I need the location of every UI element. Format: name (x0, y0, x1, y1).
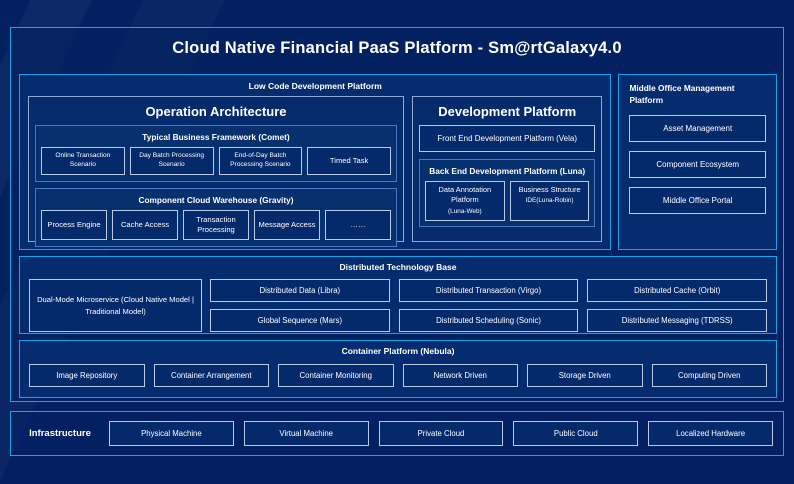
chip-image-repository[interactable]: Image Repository (29, 364, 145, 387)
typical-business-framework-group: Typical Business Framework (Comet) Onlin… (35, 125, 397, 182)
chip-distributed-cache[interactable]: Distributed Cache (Orbit) (587, 279, 768, 302)
chip-timed-task[interactable]: Timed Task (307, 147, 391, 175)
operation-architecture-panel: Operation Architecture Typical Business … (28, 96, 404, 248)
dtb-column-3: Distributed Cache (Orbit) Distributed Me… (587, 279, 768, 332)
chip-business-structure-ide[interactable]: Business Structure IDE(Luna-Robin) (509, 181, 590, 221)
middle-office-title: Middle Office Management Platform (629, 83, 735, 106)
chip-online-transaction-scenario[interactable]: Online Transaction Scenario (41, 147, 125, 175)
distributed-technology-base-title: Distributed Technology Base (339, 262, 457, 272)
distributed-technology-base-panel: Distributed Technology Base Dual-Mode Mi… (19, 256, 777, 334)
infrastructure-label: Infrastructure (29, 428, 91, 439)
operation-architecture-title: Operation Architecture (145, 104, 287, 119)
chip-distributed-scheduling[interactable]: Distributed Scheduling (Sonic) (398, 309, 579, 332)
chip-global-sequence[interactable]: Global Sequence (Mars) (210, 309, 390, 332)
chip-transaction-processing[interactable]: Transaction Processing (183, 209, 249, 241)
chip-front-end-development-platform[interactable]: Front End Development Platform (Vela) (419, 125, 596, 152)
chip-data-annotation-platform[interactable]: Data Annotation Platform (Luna-Web) (425, 181, 505, 221)
chip-distributed-messaging[interactable]: Distributed Messaging (TDRSS) (587, 309, 768, 332)
infrastructure-panel: Infrastructure Physical Machine Virtual … (10, 411, 784, 456)
back-end-development-platform-group: Back End Development Platform (Luna) Dat… (419, 159, 596, 227)
chip-localized-hardware[interactable]: Localized Hardware (648, 421, 773, 446)
dtb-column-2: Distributed Transaction (Virgo) Distribu… (398, 279, 579, 332)
page-title: Cloud Native Financial PaaS Platform - S… (172, 39, 622, 57)
container-platform-panel: Container Platform (Nebula) Image Reposi… (19, 340, 777, 398)
chip-more-placeholder[interactable]: …… (325, 209, 391, 241)
component-cloud-warehouse-group: Component Cloud Warehouse (Gravity) Proc… (35, 187, 397, 248)
chip-computing-driven[interactable]: Computing Driven (651, 364, 767, 387)
chip-container-arrangement[interactable]: Container Arrangement (153, 364, 269, 387)
low-code-platform-title: Low Code Development Platform (248, 81, 382, 91)
chip-business-structure-sub: IDE(Luna-Robin) (525, 197, 574, 205)
chip-asset-management[interactable]: Asset Management (629, 115, 766, 143)
chip-storage-driven[interactable]: Storage Driven (527, 364, 643, 387)
chip-message-access[interactable]: Message Access (254, 209, 320, 241)
top-region: Low Code Development Platform Operation … (19, 74, 777, 250)
chip-network-driven[interactable]: Network Driven (402, 364, 518, 387)
chip-middle-office-portal[interactable]: Middle Office Portal (629, 187, 766, 215)
back-end-development-platform-title: Back End Development Platform (Luna) (429, 166, 586, 176)
chip-data-annotation-platform-name: Data Annotation Platform (438, 185, 492, 205)
development-platform-title: Development Platform (438, 104, 577, 119)
container-platform-title: Container Platform (Nebula) (341, 346, 455, 356)
chip-physical-machine[interactable]: Physical Machine (109, 421, 234, 446)
chip-process-engine[interactable]: Process Engine (41, 209, 107, 241)
chip-data-annotation-platform-sub: (Luna-Web) (448, 207, 482, 215)
chip-business-structure-name: Business Structure (518, 185, 581, 194)
chip-distributed-data[interactable]: Distributed Data (Libra) (210, 279, 390, 302)
chip-distributed-transaction[interactable]: Distributed Transaction (Virgo) (398, 279, 579, 302)
dtb-column-1: Distributed Data (Libra) Global Sequence… (210, 279, 390, 332)
middle-office-management-platform-panel: Middle Office Management Platform Asset … (618, 74, 777, 250)
chip-end-of-day-batch-processing-scenario[interactable]: End-of-Day Batch Processing Scenario (218, 147, 303, 175)
typical-business-framework-title: Typical Business Framework (Comet) (142, 132, 290, 142)
chip-public-cloud[interactable]: Public Cloud (513, 421, 639, 446)
chip-cache-access[interactable]: Cache Access (112, 209, 178, 241)
chip-private-cloud[interactable]: Private Cloud (378, 421, 504, 446)
low-code-development-platform-panel: Low Code Development Platform Operation … (19, 74, 612, 250)
chip-container-monitoring[interactable]: Container Monitoring (278, 364, 394, 387)
component-cloud-warehouse-title: Component Cloud Warehouse (Gravity) (138, 194, 294, 205)
chip-day-batch-processing-scenario[interactable]: Day Batch Processing Scenario (129, 147, 214, 175)
chip-component-ecosystem[interactable]: Component Ecosystem (629, 151, 766, 179)
chip-virtual-machine[interactable]: Virtual Machine (243, 421, 369, 446)
chip-dual-mode-microservice[interactable]: Dual-Mode Microservice (Cloud Native Mod… (29, 279, 202, 332)
platform-architecture-frame: Cloud Native Financial PaaS Platform - S… (10, 27, 784, 402)
development-platform-panel: Development Platform Front End Developme… (412, 96, 603, 242)
